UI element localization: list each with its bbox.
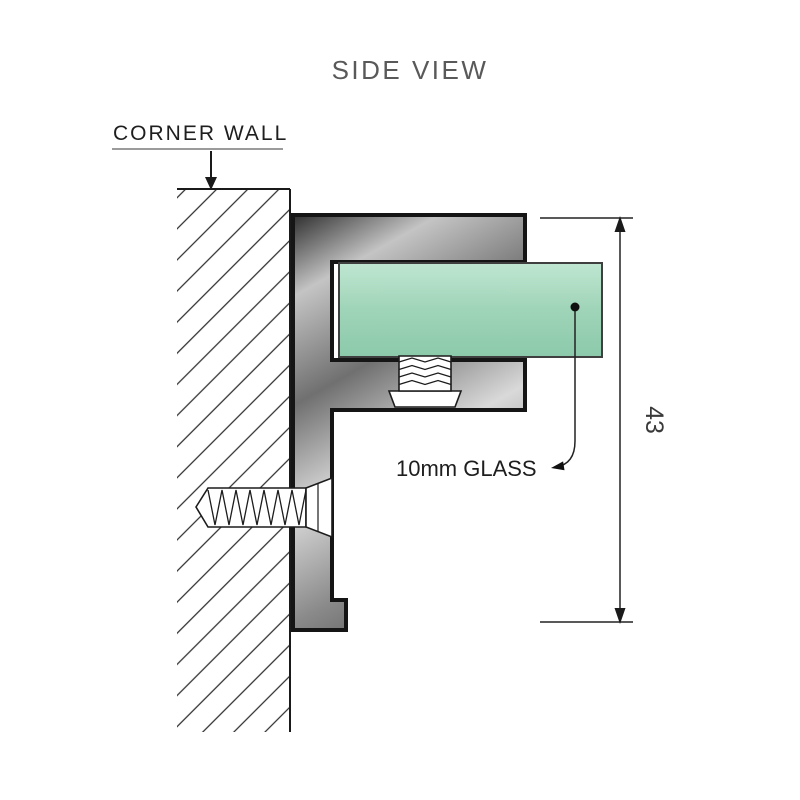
fixing-screw-thread xyxy=(207,489,307,526)
set-screw xyxy=(387,355,463,408)
dimension-arrowhead-down-icon xyxy=(614,608,626,624)
dimension-value: 43 xyxy=(640,406,668,434)
glass-leader-arrowhead-icon xyxy=(551,461,565,471)
set-screw-thread xyxy=(398,379,452,386)
corner-wall-arrowhead-icon xyxy=(205,177,217,190)
corner-wall-label: CORNER WALL xyxy=(113,122,288,145)
glass-reference-dot xyxy=(570,302,580,312)
set-screw-thread xyxy=(398,364,452,371)
glass-label: 10mm GLASS xyxy=(396,456,537,481)
corner-wall-callout: CORNER WALL xyxy=(112,122,288,190)
corner-wall-section xyxy=(177,188,291,732)
set-screw-body xyxy=(398,355,452,392)
fixing-screw-head xyxy=(305,476,333,539)
fixing-screw xyxy=(195,476,333,539)
page-title: SIDE VIEW xyxy=(332,55,489,85)
set-screw-base xyxy=(387,390,463,408)
wall-hatch xyxy=(177,189,290,732)
dimension-arrowhead-up-icon xyxy=(614,216,626,232)
set-screw-thread xyxy=(398,357,452,363)
glass-panel xyxy=(338,262,603,358)
height-dimension: 43 xyxy=(540,216,668,624)
glass-callout: 10mm GLASS xyxy=(396,302,580,481)
set-screw-thread xyxy=(398,372,452,378)
